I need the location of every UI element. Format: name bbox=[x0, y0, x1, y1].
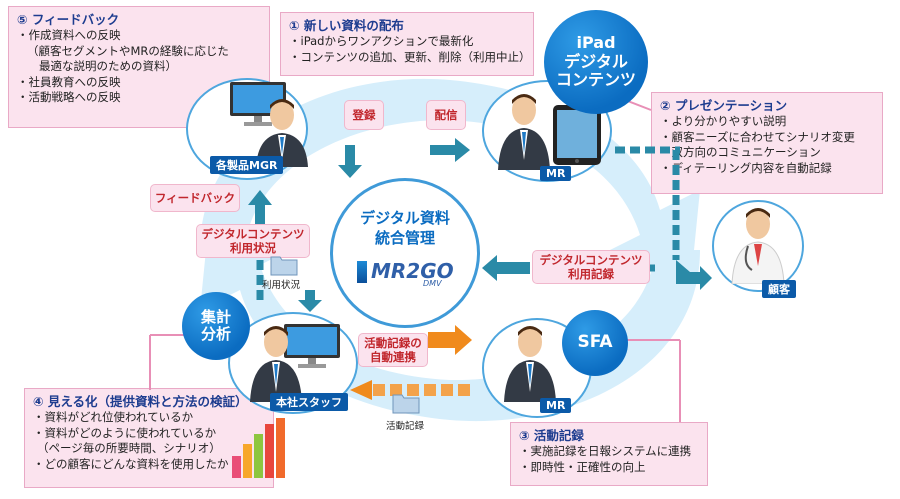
logo-mark-icon bbox=[357, 261, 367, 283]
shukei-line2: 分析 bbox=[200, 325, 231, 343]
distribute-tag: 配信 bbox=[426, 100, 466, 130]
auto-link-line2: 自動連携 bbox=[370, 350, 416, 364]
customer-nameplate: 顧客 bbox=[762, 280, 796, 298]
activity-record-item: ・即時性・正確性の向上 bbox=[519, 459, 646, 474]
usage-status-tag: デジタルコンテンツ 利用状況 bbox=[196, 224, 310, 258]
ipad-icon bbox=[553, 105, 601, 165]
usage-record-tag: デジタルコンテンツ 利用記録 bbox=[532, 250, 650, 284]
sfa-badge: SFA bbox=[562, 310, 628, 376]
businessman-icon bbox=[498, 94, 550, 170]
businessman-icon bbox=[504, 326, 556, 402]
logo-sub-text: DMV bbox=[423, 279, 442, 288]
mgr-nameplate: 各製品MGR bbox=[210, 156, 284, 174]
presentation-box-title: ② プレゼンテーション bbox=[660, 98, 788, 113]
presentation-box: ② プレゼンテーション ・より分かりやすい説明 ・顧客ニーズに合わせてシナリオ変… bbox=[651, 92, 883, 194]
visualization-item: ・資料がどのように使われているか bbox=[33, 425, 217, 440]
activity-record-label: 活動記録 bbox=[386, 421, 425, 432]
ipad-badge-line2: デジタル bbox=[564, 51, 628, 71]
distribution-box-title: ① 新しい資料の配布 bbox=[289, 18, 404, 33]
usage-record-line1: デジタルコンテンツ bbox=[539, 253, 643, 267]
feedback-item: ・活動戦略への反映 bbox=[17, 90, 121, 104]
feedback-item: ・作成資料への反映 bbox=[17, 28, 121, 42]
ipad-badge-line3: コンテンツ bbox=[555, 70, 636, 90]
presentation-item: ・双方向のコミュニケーション bbox=[660, 145, 821, 159]
folder-icon bbox=[270, 256, 298, 276]
feedback-tag: フィードバック bbox=[150, 184, 240, 212]
monitor-icon bbox=[284, 324, 340, 368]
activity-record-box-title: ③ 活動記録 bbox=[519, 428, 584, 443]
staff-nameplate: 本社スタッフ bbox=[270, 393, 348, 411]
distribution-box: ① 新しい資料の配布 ・iPadからワンアクションで最新化 ・コンテンツの追加、… bbox=[280, 12, 534, 76]
visualization-box-title: ④ 見える化（提供資料と方法の検証） bbox=[33, 394, 248, 409]
center-title-line1: デジタル資料 bbox=[360, 209, 450, 227]
activity-record-item: ・実施記録を日報システムに連携 bbox=[519, 444, 692, 458]
mr-bottom-nameplate: MR bbox=[540, 398, 572, 413]
auto-link-line1: 活動記録の bbox=[364, 336, 422, 350]
visualization-item: ・どの顧客にどんな資料を使用したか bbox=[33, 456, 229, 471]
presentation-item: ・より分かりやすい説明 bbox=[660, 114, 787, 128]
feedback-item: ・社員教育への反映 bbox=[17, 74, 121, 89]
businessman-icon bbox=[250, 326, 302, 402]
auto-link-tag: 活動記録の 自動連携 bbox=[358, 333, 428, 367]
shukei-line1: 集計 bbox=[200, 307, 231, 326]
doctor-icon bbox=[731, 208, 785, 284]
register-tag: 登録 bbox=[344, 100, 384, 130]
presentation-item: ・ディテーリング内容を自動記録 bbox=[660, 160, 832, 175]
distribution-item: ・コンテンツの追加、更新、削除（利用中止） bbox=[289, 49, 531, 64]
visualization-item: ・資料がどれ位使われているか bbox=[33, 410, 194, 424]
aggregation-analysis-badge: 集計 分析 bbox=[182, 292, 250, 360]
presentation-item: ・顧客ニーズに合わせてシナリオ変更 bbox=[660, 129, 855, 144]
logo-text: MR2GO bbox=[371, 259, 454, 283]
feedback-item: 最適な説明のための資料） bbox=[39, 59, 177, 73]
usage-status-label: 利用状況 bbox=[262, 280, 301, 291]
feedback-item: （顧客セグメントやMRの経験に応じた bbox=[27, 43, 229, 58]
usage-status-line1: デジタルコンテンツ bbox=[201, 227, 305, 241]
activity-record-box: ③ 活動記録 ・実施記録を日報システムに連携 ・即時性・正確性の向上 bbox=[510, 422, 708, 486]
folder-icon bbox=[392, 394, 420, 414]
feedback-box-title: ⑤ フィードバック bbox=[17, 12, 120, 27]
ipad-content-badge: iPad デジタル コンテンツ bbox=[544, 10, 648, 114]
mr2go-logo: MR2GO DMV bbox=[357, 259, 457, 288]
bar-chart-icon bbox=[232, 418, 285, 478]
distribution-item: ・iPadからワンアクションで最新化 bbox=[289, 34, 474, 48]
center-title-line2: 統合管理 bbox=[374, 229, 435, 247]
usage-status-line2: 利用状況 bbox=[230, 241, 276, 255]
ipad-badge-line1: iPad bbox=[576, 33, 616, 53]
visualization-item: （ページ毎の所要時間、シナリオ） bbox=[37, 441, 221, 455]
center-integration-circle: デジタル資料 統合管理 MR2GO DMV bbox=[330, 178, 480, 328]
usage-record-line2: 利用記録 bbox=[568, 267, 614, 281]
mr-top-nameplate: MR bbox=[540, 166, 572, 181]
